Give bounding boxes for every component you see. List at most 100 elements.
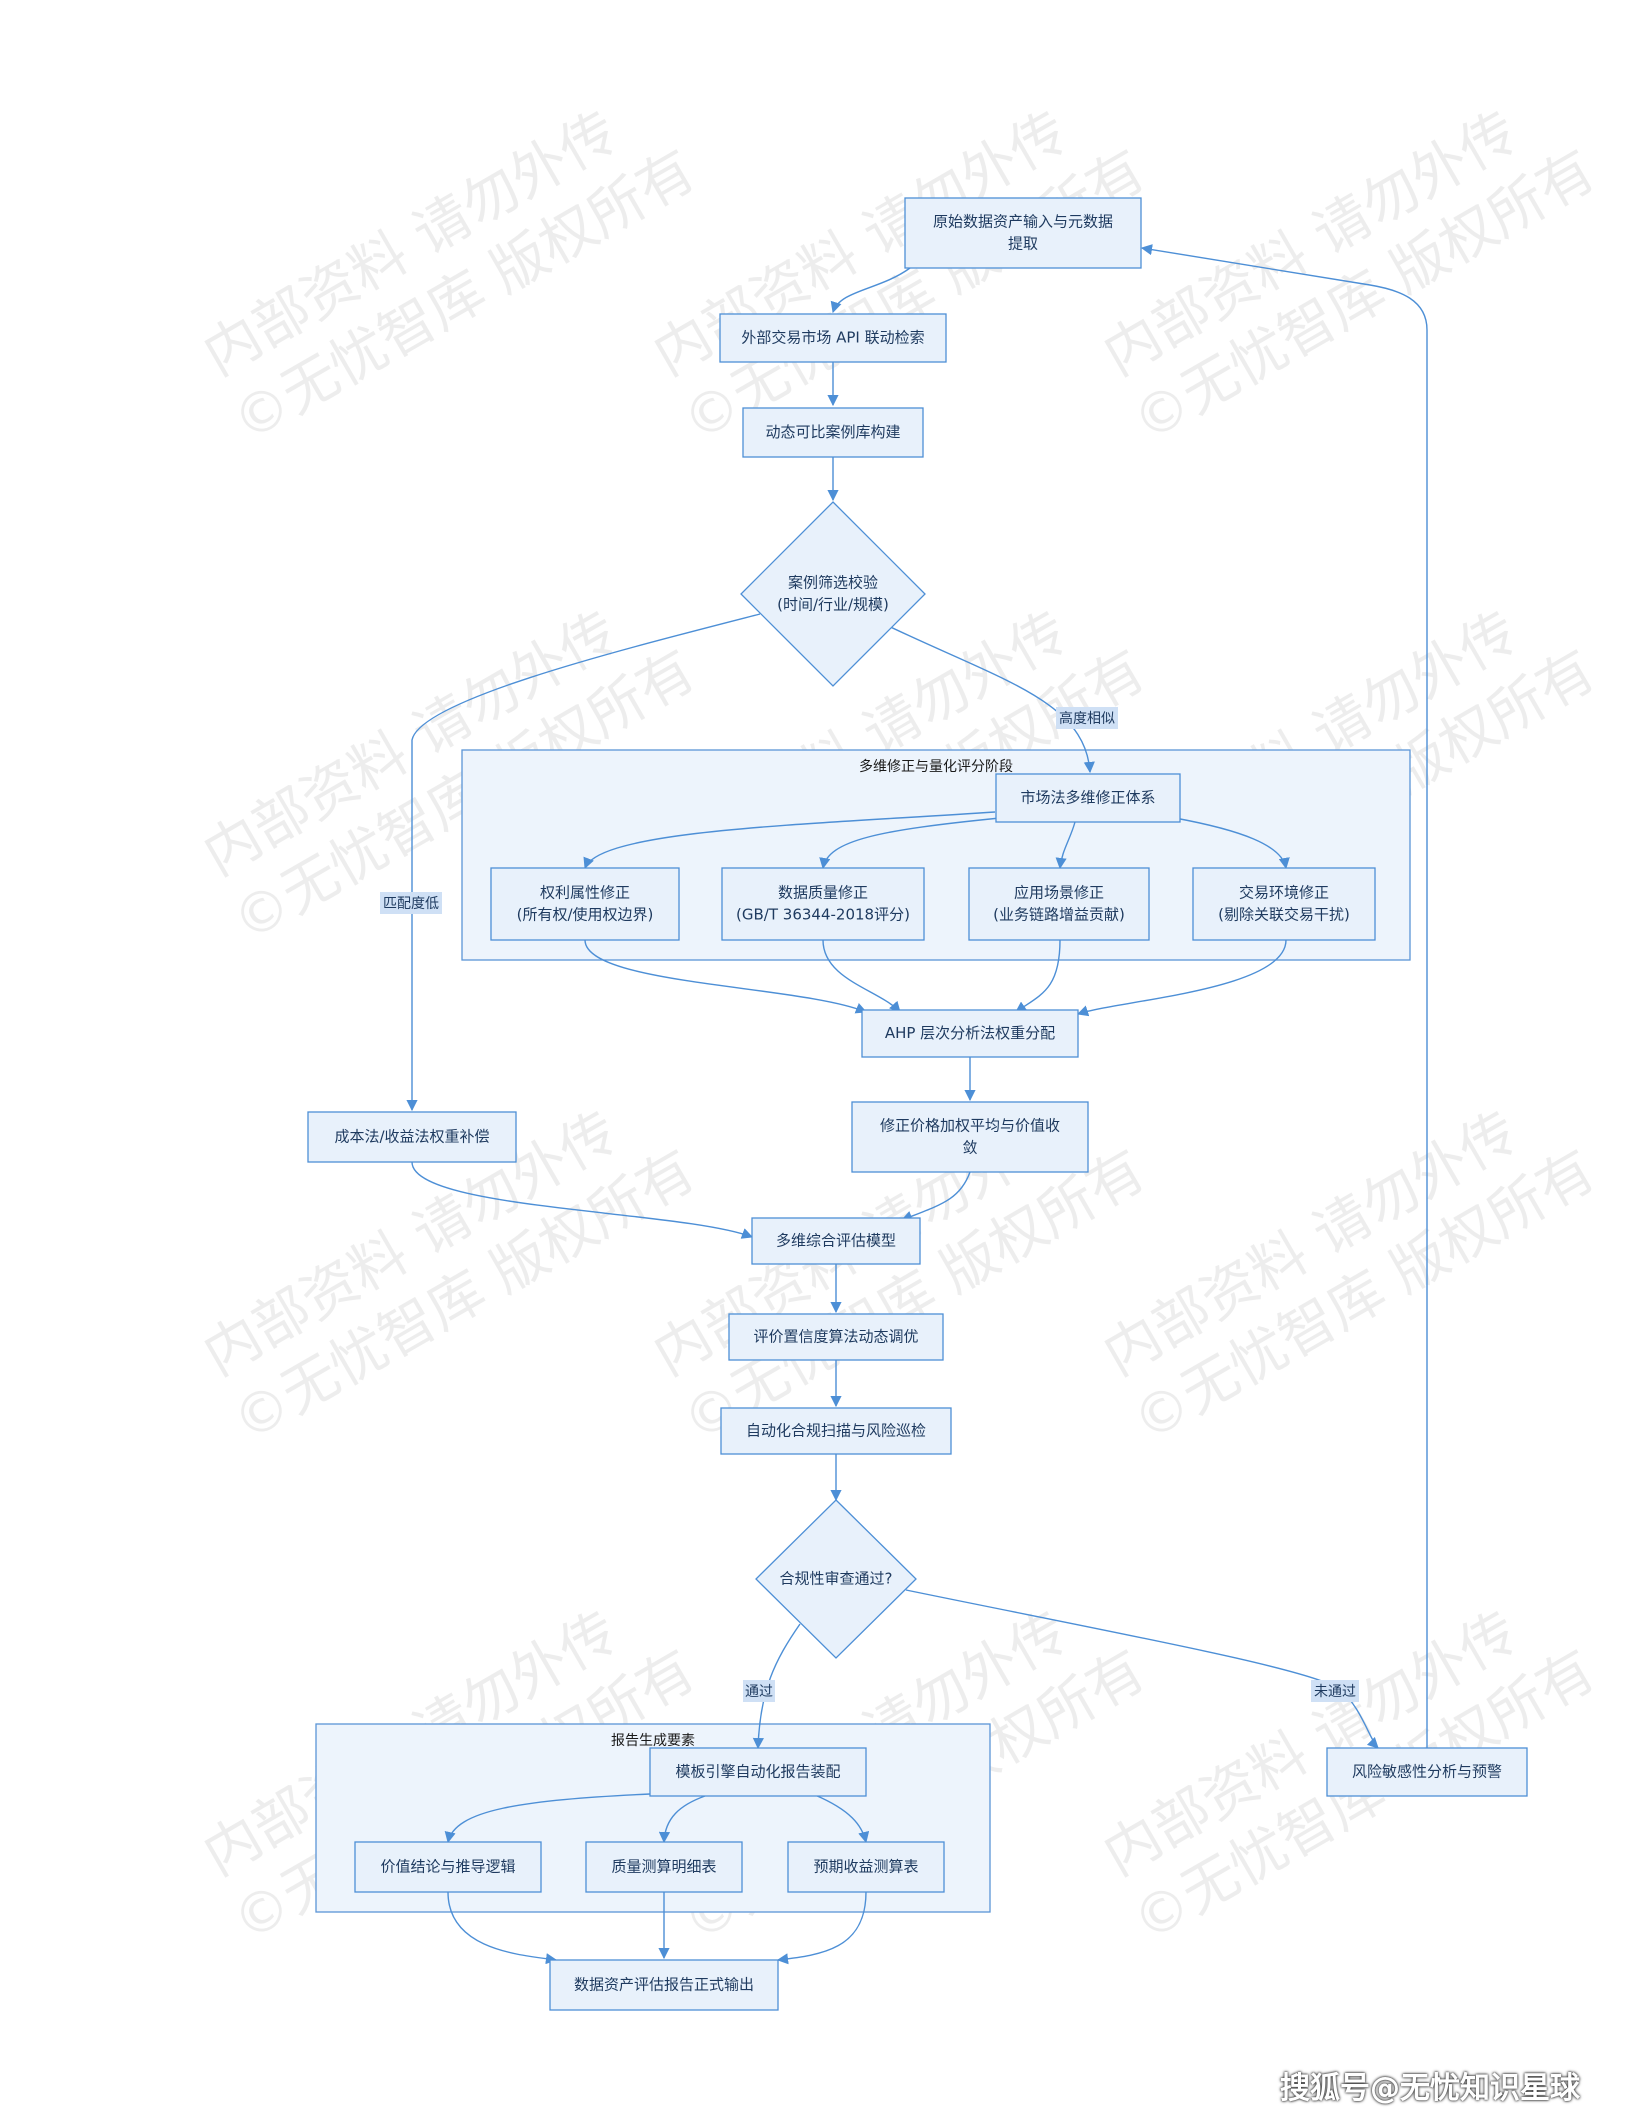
node-box <box>751 1217 921 1265</box>
node-label: 合规性审查通过? <box>780 1570 893 1588</box>
node-label: 市场法多维修正体系 <box>1020 789 1155 807</box>
edges <box>406 244 1428 1965</box>
node-label: 自动化合规扫描与风险巡检 <box>746 1422 926 1440</box>
node-box <box>585 1841 743 1893</box>
node-label: 预期收益测算表 <box>813 1858 918 1876</box>
edge-market-rights <box>583 811 996 870</box>
node-case-lib: 动态可比案例库构建 <box>742 407 924 458</box>
edge-itable-output <box>776 1891 867 1965</box>
footer-credit: 搜狐号@无忧知识星球 <box>1280 2071 1580 2106</box>
node-box <box>490 867 680 941</box>
node-box <box>742 407 924 458</box>
node-box <box>549 1959 779 2011</box>
edge-input-api <box>830 267 911 314</box>
edge-template-qtable <box>658 1795 706 1844</box>
edge-label-fail: 未通过 <box>1311 1680 1359 1702</box>
node-box <box>787 1841 945 1893</box>
node-label: (GB/T 36344-2018评分) <box>736 906 910 924</box>
node-label: 评价置信度算法动态调优 <box>753 1328 918 1346</box>
node-cost: 成本法/收益法权重补偿 <box>307 1111 517 1163</box>
edge-scenario-ahp <box>1015 939 1061 1013</box>
node-box <box>1326 1747 1528 1797</box>
node-label: (剔除关联交易干扰) <box>1218 906 1350 924</box>
node-confidence: 评价置信度算法动态调优 <box>728 1313 944 1361</box>
node-quality: 数据质量修正 (GB/T 36344-2018评分) <box>721 867 925 941</box>
svg-text:高度相似: 高度相似 <box>1059 710 1115 727</box>
node-box <box>307 1111 517 1163</box>
edge-risk-input <box>1140 244 1428 1748</box>
node-quality-table: 质量测算明细表 <box>585 1841 743 1893</box>
svg-text:未通过: 未通过 <box>1314 1684 1356 1700</box>
node-output: 数据资产评估报告正式输出 <box>549 1959 779 2011</box>
node-income-table: 预期收益测算表 <box>787 1841 945 1893</box>
node-label: 成本法/收益法权重补偿 <box>334 1128 489 1146</box>
edge-label-pass: 通过 <box>743 1680 775 1702</box>
node-label: 敛 <box>962 1139 977 1157</box>
edge-quality-ahp <box>822 939 901 1013</box>
node-box <box>995 773 1181 823</box>
node-label: 多维综合评估模型 <box>776 1232 896 1250</box>
node-box <box>861 1009 1079 1058</box>
node-scenario: 应用场景修正 (业务链路增益贡献) <box>968 867 1150 941</box>
node-label: 风险敏感性分析与预警 <box>1352 1763 1502 1781</box>
node-label: 数据质量修正 <box>778 884 868 902</box>
node-compliance-scan: 自动化合规扫描与风险巡检 <box>720 1407 952 1455</box>
node-label: 提取 <box>1008 235 1038 253</box>
node-box <box>1192 867 1376 941</box>
node-label: 交易环境修正 <box>1239 884 1329 902</box>
node-box <box>968 867 1150 941</box>
node-trade: 交易环境修正 (剔除关联交易干扰) <box>1192 867 1376 941</box>
node-box <box>719 313 947 363</box>
node-label: 数据资产评估报告正式输出 <box>574 1976 754 1994</box>
edge-trade-ahp <box>1076 939 1287 1017</box>
node-label: (业务链路增益贡献) <box>993 906 1125 924</box>
edge-label-low-match: 匹配度低 <box>380 892 442 914</box>
node-market-method: 市场法多维修正体系 <box>995 773 1181 823</box>
svg-text:通过: 通过 <box>745 1684 773 1700</box>
group-stage-title: 多维修正与量化评分阶段 <box>859 758 1013 775</box>
node-box <box>728 1313 944 1361</box>
edge-market-quality <box>819 817 1001 870</box>
edge-rights-ahp <box>584 939 868 1014</box>
node-box <box>904 197 1142 269</box>
node-label: 动态可比案例库构建 <box>765 423 900 441</box>
node-box <box>721 867 925 941</box>
node-screen: 案例筛选校验 (时间/行业/规模) <box>740 501 926 687</box>
node-api: 外部交易市场 API 联动检索 <box>719 313 947 363</box>
node-compliance-check: 合规性审查通过? <box>755 1499 917 1659</box>
node-label: 外部交易市场 API 联动检索 <box>741 329 924 347</box>
node-label: 修正价格加权平均与价值收 <box>880 1117 1060 1135</box>
node-rights: 权利属性修正 (所有权/使用权边界) <box>490 867 680 941</box>
edge-market-trade <box>1174 817 1290 870</box>
edge-screen-market <box>879 621 1095 774</box>
edge-market-scenario <box>1055 821 1076 870</box>
edge-check-template <box>752 1623 801 1750</box>
svg-text:匹配度低: 匹配度低 <box>383 896 439 912</box>
edge-converge-model <box>900 1171 971 1222</box>
node-label: AHP 层次分析法权重分配 <box>885 1024 1055 1042</box>
edge-label-high-similarity: 高度相似 <box>1056 707 1118 729</box>
node-label: (时间/行业/规模) <box>777 596 889 614</box>
node-label: 权利属性修正 <box>540 884 630 902</box>
node-box <box>354 1841 542 1893</box>
edge-screen-cost <box>406 613 761 1112</box>
group-report-title: 报告生成要素 <box>611 1733 695 1749</box>
node-box <box>649 1747 867 1797</box>
node-label: 质量测算明细表 <box>611 1858 716 1876</box>
node-box <box>851 1101 1089 1173</box>
node-label: 价值结论与推导逻辑 <box>380 1858 515 1876</box>
node-template: 模板引擎自动化报告装配 <box>649 1747 867 1797</box>
node-box <box>720 1407 952 1455</box>
node-risk: 风险敏感性分析与预警 <box>1326 1747 1528 1797</box>
node-conclusion: 价值结论与推导逻辑 <box>354 1841 542 1893</box>
edge-check-risk <box>905 1589 1379 1749</box>
node-label: 模板引擎自动化报告装配 <box>675 1763 840 1781</box>
node-label: (所有权/使用权边界) <box>517 906 654 924</box>
node-label: 应用场景修正 <box>1014 884 1104 902</box>
node-model: 多维综合评估模型 <box>751 1217 921 1265</box>
node-label: 案例筛选校验 <box>788 574 878 592</box>
